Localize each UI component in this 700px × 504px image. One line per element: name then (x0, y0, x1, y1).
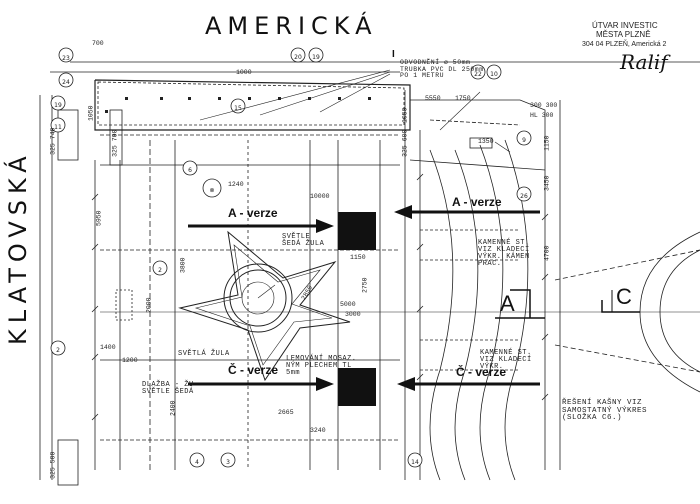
material-granite-light-grey: SVĚTLE ŠEDÁ ŽULA (282, 233, 325, 248)
version-a-right-label: A - verze (452, 195, 502, 209)
ka-tag: 20 (290, 47, 306, 63)
ka-tag: 15 (230, 98, 246, 114)
stamp-line-1: ÚTVAR INVESTIC (592, 21, 658, 30)
dimension-label: 300 300 (530, 102, 558, 109)
dimension-label: HL 300 (530, 112, 554, 119)
ka-tag: 19 (50, 95, 66, 111)
dimension-label: 3450 (543, 175, 551, 192)
dimension-label: 4700 (543, 245, 551, 262)
dimension-label: 3800 (179, 257, 187, 274)
dimension-label: 5950 (95, 210, 103, 227)
version-c-block (338, 368, 376, 406)
ka-tag: 11 (50, 117, 66, 133)
svg-text:4: 4 (195, 459, 199, 466)
svg-text:3: 3 (226, 459, 230, 466)
dimension-label: 1000 (236, 69, 252, 76)
dimension-label: 325 600 (401, 129, 409, 157)
version-c-right-label: Č - verze (456, 365, 507, 379)
svg-text:19: 19 (54, 102, 62, 109)
dimension-label: 1240 (228, 181, 244, 188)
svg-text:22: 22 (474, 71, 482, 78)
dimension-label: 2400 (169, 400, 177, 417)
stamp-line-3: 304 04 PLZEŇ, Americká 2 (582, 41, 667, 48)
dimension-label: 10000 (310, 193, 330, 200)
dimension-label: 1200 (122, 357, 138, 364)
version-a-block (338, 212, 376, 250)
svg-text:20: 20 (294, 54, 302, 61)
dimension-label: 1150 (350, 254, 366, 261)
dimension-ticks (91, 173, 549, 421)
section-a-label: A (500, 291, 515, 316)
ka-tag: 2 (152, 260, 168, 276)
stamp-signature: Ralif (620, 50, 668, 74)
dimension-label: 1350 (478, 138, 494, 145)
material-stone-steps-1: KAMENNÉ ST. VIZ KLADECÍ VÝKR. KÁMEN PRAC… (478, 239, 530, 268)
material-slab-light-grey: DLAŽBA - ŽU SVĚTLE ŠEDÁ (142, 381, 194, 396)
marker-i-label: I (392, 49, 395, 60)
stamp-line-2: MĚSTA PLZNĚ (596, 30, 651, 39)
fountain-note: ŘEŠENÍ KAŠNY VIZ SAMOSTATNÝ VÝKRES (SLOŽ… (562, 399, 648, 422)
ka-tag: 3 (220, 452, 236, 468)
material-stone-steps-2: KAMENNÉ ST. VIZ KLADECÍ VÝKR. (480, 349, 532, 371)
version-c-left-label: Č - verze (228, 363, 279, 377)
base-linework (39, 61, 700, 486)
material-granite-light: SVĚTLÁ ŽULA (178, 350, 230, 358)
dimension-label: 3240 (310, 427, 326, 434)
dimension-label: 325 700 (111, 129, 119, 157)
ka-tag: 19 (308, 47, 324, 63)
dimension-label: 1750 (455, 95, 471, 102)
dimension-label: 5000 (340, 301, 356, 308)
svg-text:2: 2 (158, 267, 162, 274)
dimension-label: 1050 (87, 105, 95, 122)
dimension-label: 325 740 (49, 127, 57, 155)
ka-tag: 23 (58, 47, 74, 63)
leader-lines (199, 69, 511, 153)
svg-text:14: 14 (411, 459, 419, 466)
dimension-label: 325 500 (49, 451, 57, 479)
street-name-klatovska: KLATOVSKÁ (4, 150, 32, 345)
dimension-label: 1150 (543, 135, 551, 152)
section-c-label: C (616, 284, 632, 309)
version-arrows (188, 205, 540, 391)
section-marks (495, 289, 640, 319)
star-paving-pattern (178, 230, 351, 382)
svg-text:19: 19 (312, 54, 320, 61)
dimension-label: 5550 (425, 95, 441, 102)
svg-text:24: 24 (62, 79, 70, 86)
material-brass-mosaic: LEMOVÁNÍ MOSAZ. NÝM PLECHEM TL 5mm (286, 355, 357, 377)
ka-tag: ⊗ (202, 178, 222, 198)
svg-text:2: 2 (56, 347, 60, 354)
ka-tag: 22 (470, 64, 486, 80)
dimension-label: 2000 (145, 297, 153, 314)
dimension-label: 2750 (361, 277, 369, 294)
ka-tag: 2 (50, 340, 66, 356)
svg-text:15: 15 (234, 105, 242, 112)
ka-tag: 4 (189, 452, 205, 468)
dimension-label: 2665 (278, 409, 294, 416)
dimension-label: 1050 (401, 107, 409, 124)
ka-tag: 24 (58, 72, 74, 88)
dimension-label: 3000 (345, 311, 361, 318)
street-name-americka: AMERICKÁ (205, 12, 378, 40)
dimension-label: 700 (92, 40, 104, 47)
ka-tag: 10 (486, 64, 502, 80)
svg-text:26: 26 (520, 193, 528, 200)
ka-tag: 9 (516, 130, 532, 146)
svg-text:⊗: ⊗ (209, 187, 214, 194)
svg-text:23: 23 (62, 55, 70, 62)
ka-tags: 23 19 24 20 19 22 10 9 26 11 2 2 4 3 14 … (50, 47, 532, 468)
ka-tag: 14 (407, 452, 423, 468)
ka-tag: 26 (516, 186, 532, 202)
drainage-pipe-note: ODVODNĚNÍ ø 50mm TRUBKA PVC DL 250mm PO … (400, 59, 484, 79)
dimension-label: 1400 (100, 344, 116, 351)
svg-text:11: 11 (54, 124, 62, 131)
version-a-left-label: A - verze (228, 206, 278, 220)
svg-text:6: 6 (188, 167, 192, 174)
svg-text:10: 10 (490, 71, 498, 78)
ka-tag: 6 (182, 160, 198, 176)
svg-text:9: 9 (522, 137, 526, 144)
